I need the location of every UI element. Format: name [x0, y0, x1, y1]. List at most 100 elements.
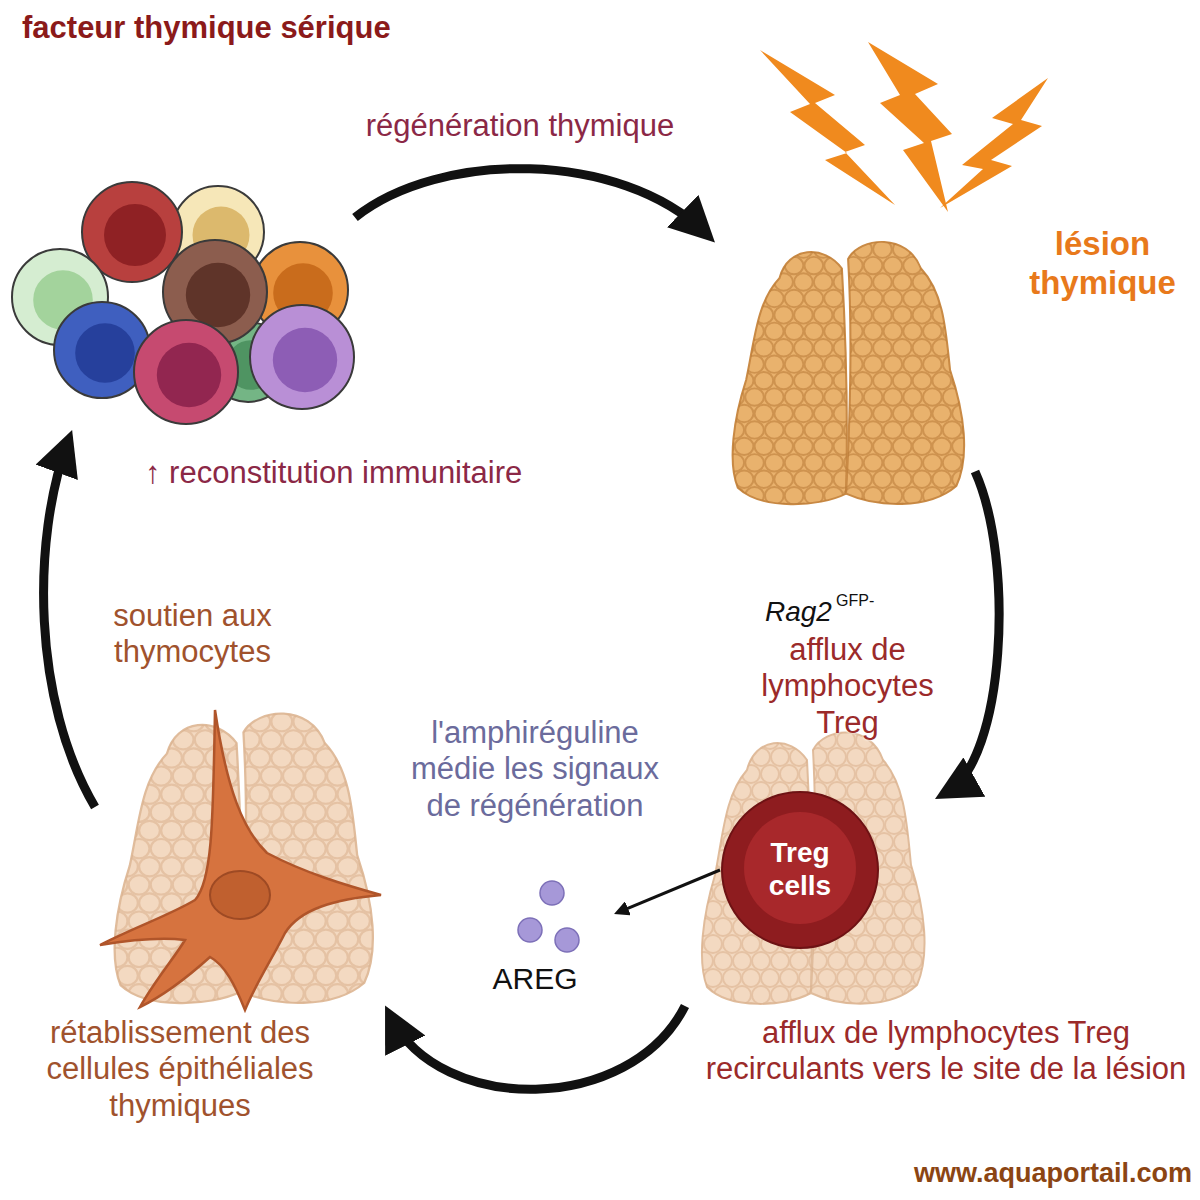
thymus-lobule [804, 290, 823, 307]
thymus-lobule [883, 421, 902, 438]
thymus-lobule [804, 388, 823, 405]
thymus-lobule [283, 984, 304, 1003]
thymus-lobule [972, 306, 975, 323]
thymus-lobule [107, 984, 128, 1003]
thymus-lobule [814, 240, 833, 257]
thymus-lobule [771, 952, 789, 970]
thymus-lobule [799, 969, 817, 987]
immune-cell [134, 320, 238, 424]
thymus-lobule [864, 257, 883, 274]
cycle-arrow [947, 472, 999, 793]
thymus-lobule [837, 1003, 855, 1015]
cycle-arrow [391, 1006, 685, 1089]
thymus-lobule [129, 839, 150, 858]
thymus-lobule [765, 323, 784, 340]
thymus-lobule [139, 893, 160, 912]
thymus-lobule [814, 503, 833, 515]
thymus-lobule [774, 438, 793, 455]
thymus-lobule [95, 893, 116, 912]
thymus-lobule [349, 730, 370, 749]
thymus-lobule [359, 930, 380, 949]
thymus-lobule [913, 339, 932, 356]
thymus-lobule [790, 715, 808, 732]
arrow-label: régénération thymique [300, 108, 740, 144]
thymus-lobule [883, 290, 902, 307]
thymus-lobule [932, 935, 935, 953]
thymus-lobule [755, 240, 774, 257]
thymus-lobule [873, 372, 892, 389]
thymus-lobule [785, 257, 804, 274]
thymus-lobule [382, 1002, 385, 1015]
thymus-lobule [195, 695, 216, 713]
thymus-lobule [305, 803, 326, 822]
thymus-lobule [844, 487, 863, 504]
thymus-lobule [963, 421, 975, 438]
thymus-lobule [903, 225, 922, 241]
thymus-lobule [183, 857, 204, 876]
thymus-lobule [725, 421, 744, 438]
thymus-lobule [261, 803, 282, 822]
thymus-lobule [904, 850, 922, 868]
epithelial-cell [95, 695, 385, 1015]
thymus-lobule [685, 850, 694, 868]
thymus-lobule [735, 503, 754, 515]
thymus-lobule [932, 503, 951, 515]
thymus-lobule [685, 715, 694, 732]
thymus-lobule [715, 438, 734, 455]
thymus-lobule [809, 748, 827, 766]
thymus-lobule [972, 471, 975, 488]
thymus-lobule [349, 984, 370, 1003]
thymus-lobule [129, 803, 150, 822]
thymus-lobule [359, 857, 380, 876]
thymus-lobule [834, 503, 853, 515]
thymus-lobule [735, 339, 754, 356]
thymus-lobule [761, 731, 779, 749]
thymus-lobule [723, 935, 741, 953]
thymus-lobule [735, 405, 754, 422]
thymus-lobule [715, 306, 734, 323]
thymus-lobule [824, 356, 843, 373]
thymus-lobule [715, 487, 724, 504]
thymus-lobule [117, 821, 138, 840]
lightning-bolt [868, 42, 952, 212]
thymus-lobule [715, 225, 724, 241]
thymus-lobule [755, 306, 774, 323]
thymus-lobule [904, 986, 922, 1004]
thymus-lobule [714, 986, 732, 1004]
thymus-lobule [894, 867, 912, 885]
thymus-lobule [183, 1002, 204, 1015]
thymus-lobule [239, 766, 260, 785]
thymus-lobule [903, 454, 922, 471]
thymus-lobule [885, 884, 903, 902]
treg-cell-nucleus [744, 812, 856, 924]
thymus-lobule [943, 323, 962, 340]
thymus-lobule [856, 935, 874, 953]
thymus-lobule [844, 388, 863, 405]
thymus-lobule [715, 290, 724, 307]
thymus-lobule [735, 438, 754, 455]
thymus-lobule [853, 471, 872, 488]
thymus-lobule [903, 421, 922, 438]
thymus-lobule [371, 695, 385, 713]
thymus-lobule [685, 765, 703, 783]
thymus-lobule [923, 323, 942, 340]
cell-nucleus [104, 204, 166, 266]
thymus-lobule [963, 257, 975, 274]
thymus-lobule [894, 935, 912, 953]
thymus-lobule [151, 766, 172, 785]
watermark: www.aquaportail.com [790, 1158, 1192, 1190]
thymus-lobule [714, 715, 732, 732]
thymus-lobule [780, 969, 798, 987]
thymus-lobule [818, 765, 836, 783]
thymus-lobule [952, 438, 971, 455]
thymus-lobule [943, 225, 962, 241]
thymus-lobule [814, 471, 833, 488]
thymus-lobule [785, 225, 804, 241]
thymus-lobule [337, 712, 358, 731]
thymus-lobule [765, 388, 784, 405]
thymus-lobule [834, 438, 853, 455]
thymus-lobule [765, 290, 784, 307]
thymus-lobule [745, 290, 764, 307]
thymus-lobule [866, 782, 884, 800]
thymus-lobule [95, 857, 116, 876]
